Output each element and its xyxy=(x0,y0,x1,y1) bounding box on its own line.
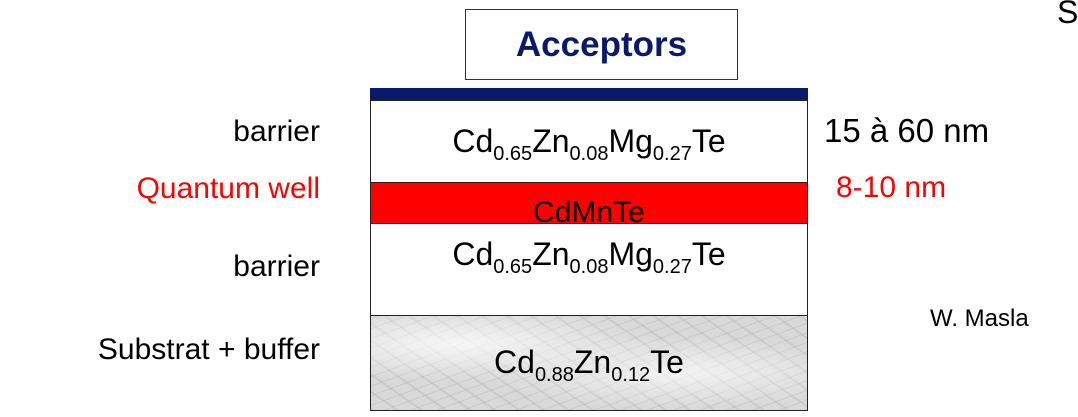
layer-substrate: Cd0.88Zn0.12Te xyxy=(370,316,808,411)
formula-top-barrier: Cd0.65Zn0.08Mg0.27Te xyxy=(452,123,726,165)
formula-quantum-well: CdMnTe xyxy=(533,196,645,229)
attribution-partial: W. Masla xyxy=(930,305,1029,332)
layer-quantum-well: CdMnTe xyxy=(370,182,808,229)
label-quantum-well: Quantum well xyxy=(136,172,320,205)
label-substrate: Substrat + buffer xyxy=(97,333,320,366)
formula-substrate: Cd0.88Zn0.12Te xyxy=(494,344,684,386)
layer-bottom-barrier: Cd0.65Zn0.08Mg0.27Te xyxy=(370,224,808,316)
partial-top-right-text: S xyxy=(1057,0,1078,30)
label-bottom-barrier: barrier xyxy=(233,250,320,283)
label-top-barrier: barrier xyxy=(233,115,320,148)
thickness-top-barrier: 15 à 60 nm xyxy=(824,112,990,149)
layer-top-barrier: Cd0.65Zn0.08Mg0.27Te xyxy=(370,100,808,182)
acceptors-label: Acceptors xyxy=(515,24,688,64)
formula-bottom-barrier: Cd0.65Zn0.08Mg0.27Te xyxy=(452,236,726,278)
top-dark-bar xyxy=(370,88,808,100)
acceptors-box: Acceptors xyxy=(465,9,738,80)
thickness-quantum-well: 8-10 nm xyxy=(836,171,947,204)
